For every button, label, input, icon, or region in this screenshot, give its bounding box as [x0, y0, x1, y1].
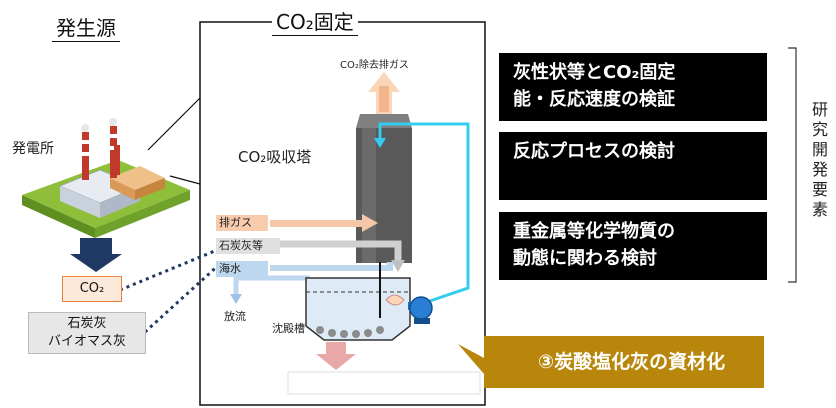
research-item-3-line2: 動態に関わる検討 — [513, 248, 657, 269]
input-seawater: 海水 — [216, 261, 268, 277]
research-item-1-line1: 灰性状等とCO₂固定 — [513, 62, 676, 83]
exhaust-label: CO₂除去排ガス — [340, 60, 409, 71]
side-char-6: 素 — [811, 200, 828, 219]
research-bracket — [788, 47, 797, 283]
source-title: 発生源 — [52, 15, 120, 42]
research-item-2-line1: 反応プロセスの検討 — [513, 141, 675, 162]
side-char-1: 研 — [811, 100, 828, 119]
ash-dotted-connector — [143, 260, 224, 334]
ash-box-line2: バイオマス灰 — [47, 334, 126, 349]
research-item-3: 重金属等化学物質の 動態に関わる検討 — [499, 212, 767, 280]
ash-flow-arrow — [280, 240, 405, 272]
power-plant-label: 発電所 — [12, 141, 54, 157]
highlight-pointer — [458, 344, 484, 374]
discharge-label: 放流 — [224, 310, 246, 323]
side-char-4: 発 — [811, 160, 828, 179]
guide-line-top — [147, 97, 201, 151]
co2-box: CO₂ — [62, 276, 122, 302]
research-item-2: 反応プロセスの検討 — [499, 132, 767, 200]
recirculation-pipe — [378, 122, 470, 305]
co2-dotted-connector — [119, 246, 223, 292]
ash-box-line1: 石炭灰 — [67, 316, 107, 331]
exhaust-up-arrow-icon — [368, 72, 400, 114]
side-char-3: 開 — [811, 140, 828, 159]
down-arrow-icon — [70, 238, 122, 272]
research-item-3-line1: 重金属等化学物質の — [513, 221, 675, 242]
tower-label: CO₂吸収塔 — [238, 148, 312, 166]
fixation-title: CO₂固定 — [272, 9, 358, 36]
power-plant-icon — [22, 118, 190, 238]
research-side-label: 研 究 開 発 要 素 — [810, 100, 830, 220]
exhaust-gas-flow-arrow — [270, 214, 378, 232]
discharge-arrow — [230, 275, 310, 304]
input-exhaust-gas: 排ガス — [216, 215, 268, 231]
ash-box: 石炭灰 バイオマス灰 — [28, 312, 146, 354]
input-ash: 石炭灰等 — [216, 238, 280, 254]
tank-label: 沈殿槽 — [272, 322, 305, 335]
research-item-1: 灰性状等とCO₂固定 能・反応速度の検証 — [499, 53, 767, 121]
seawater-flow-arrow — [270, 262, 393, 271]
side-char-2: 究 — [811, 120, 828, 139]
product-down-arrow-icon — [316, 342, 356, 370]
tower-top-icon — [356, 114, 412, 128]
guide-line-bottom — [169, 175, 201, 185]
pump-icon — [408, 296, 433, 324]
side-char-5: 要 — [811, 180, 828, 199]
output-box — [287, 371, 481, 395]
highlight-box: ③炭酸塩化灰の資材化 — [484, 336, 764, 388]
settling-tank-icon — [305, 262, 411, 341]
research-item-1-line2: 能・反応速度の検証 — [513, 89, 675, 110]
